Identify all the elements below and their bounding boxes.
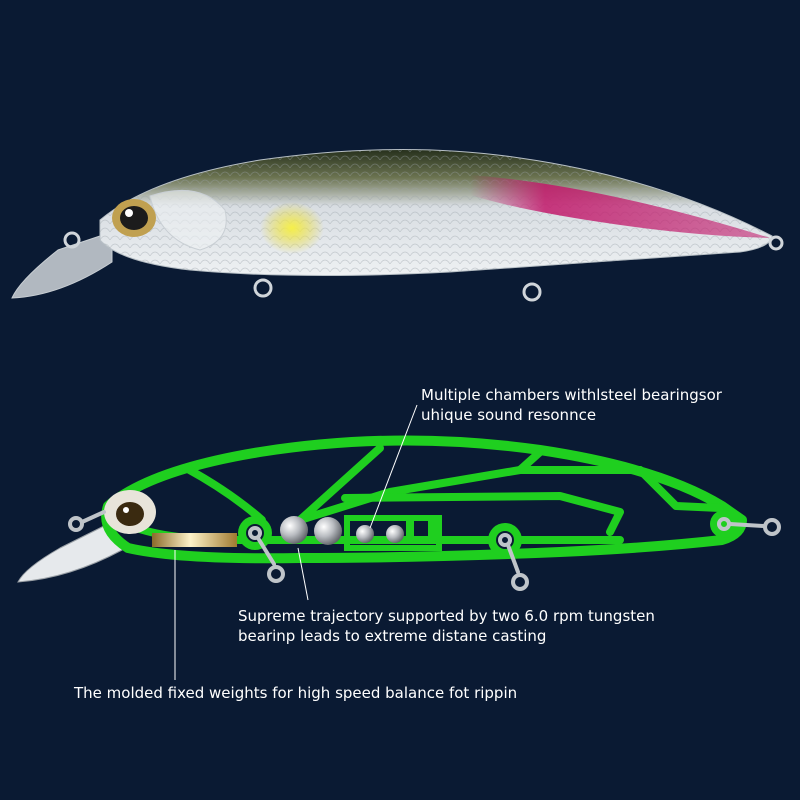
leader-chambers: [369, 404, 418, 529]
lure-spot: [260, 202, 324, 254]
callout-weights-line-1: The molded fixed weights for high speed …: [74, 684, 518, 702]
lure-lip: [11, 231, 113, 299]
diagram-line-tie: [68, 510, 106, 532]
diagram-steel-ball-1: [356, 525, 374, 543]
lure-eye: [112, 199, 156, 237]
diagram-eye: [104, 490, 156, 534]
callout-bearings-line-1: Supreme trajectory supported by two 6.0 …: [238, 607, 655, 625]
lure-line-tie: [63, 231, 81, 249]
diagram-tail-housing: [710, 510, 738, 538]
diagram-steel-ball-2: [386, 525, 404, 543]
diagram-sound-chamber: [344, 515, 442, 551]
callout-chambers-line-1: Multiple chambers withlsteel bearingsor: [421, 386, 722, 404]
callout-bearings: Supreme trajectory supported by two 6.0 …: [238, 606, 655, 646]
callout-bearings-line-2: bearinp leads to extreme distane casting: [238, 627, 547, 645]
diagram-tungsten-bearing-2: [314, 517, 342, 545]
lure-cutaway-diagram: [17, 404, 781, 680]
diagram-tungsten-bearing-1: [280, 516, 308, 544]
callout-chambers-line-2: uhique sound resonnce: [421, 406, 597, 424]
diagram-leader-lines: [174, 404, 418, 680]
leader-bearings: [297, 547, 309, 601]
callout-chambers: Multiple chambers withlsteel bearingsor …: [421, 385, 722, 425]
diagram-tail-ring: [717, 517, 781, 536]
diagram-hook-rear: [498, 533, 529, 591]
lure-photo: [11, 148, 784, 302]
callout-weights: The molded fixed weights for high speed …: [74, 683, 517, 703]
lure-hook-ring-front: [253, 278, 273, 298]
lure-stripe: [470, 175, 770, 238]
diagram-hook-front: [248, 526, 285, 583]
lure-tail-eye: [768, 235, 784, 251]
diagram-molded-weight: [152, 533, 237, 547]
lure-hook-ring-rear: [522, 282, 542, 302]
diagram-lip: [17, 519, 123, 583]
